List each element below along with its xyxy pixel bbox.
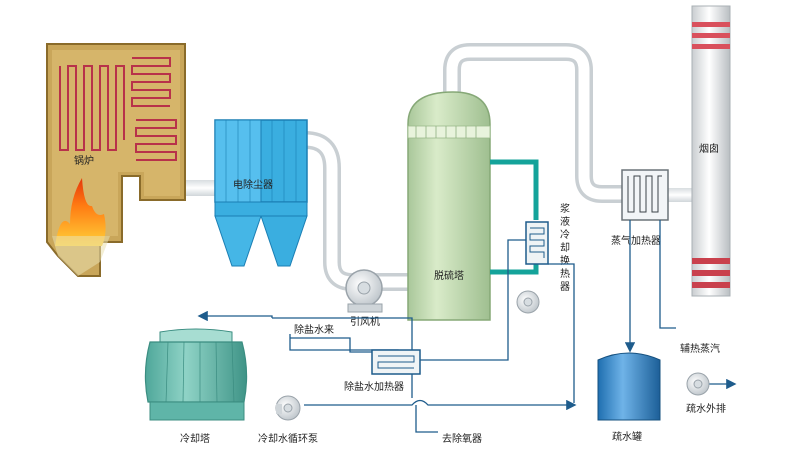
svg-text:却: 却	[560, 242, 570, 254]
steam-heater: 蒸气加热器	[611, 169, 669, 247]
svg-text:冷: 冷	[560, 228, 570, 241]
electrostatic-precipitator: 电除尘器	[214, 119, 308, 267]
cooling-tower: 冷却塔	[144, 328, 248, 445]
esp-label: 电除尘器	[233, 178, 273, 191]
drain-tank: 疏水罐	[597, 352, 661, 443]
steam-heater-label: 蒸气加热器	[611, 234, 661, 247]
slurry-cooler: 浆 液 冷 却 换 热 器	[525, 202, 570, 293]
induced-draft-fan: 引风机	[345, 269, 383, 328]
svg-text:器: 器	[560, 281, 570, 293]
demin-water-heater: 除盐水加热器	[344, 349, 421, 393]
boiler-tubes	[59, 57, 177, 161]
demin-water-in-label: 除盐水来	[294, 323, 334, 336]
aux-steam-label: 辅热蒸汽	[680, 342, 720, 355]
desulfurization-tower: 脱硫塔	[407, 91, 491, 321]
flue-gas-pipes	[185, 43, 694, 291]
chimney-label: 烟囱	[699, 142, 719, 155]
water-lines	[197, 220, 737, 433]
svg-text:热: 热	[560, 267, 570, 280]
to-deaerator-label: 去除氧器	[442, 432, 482, 445]
drain-out-label: 疏水外排	[686, 402, 726, 415]
fire-icon	[55, 178, 106, 246]
drain-pump: 疏水外排	[686, 372, 726, 415]
slurry-pump	[516, 290, 540, 314]
svg-text:液: 液	[560, 215, 570, 228]
boiler: 锅炉	[46, 43, 186, 277]
chimney: 烟囱	[691, 5, 731, 297]
svg-text:浆: 浆	[560, 202, 570, 215]
demin-water-heater-label: 除盐水加热器	[344, 380, 404, 393]
slurry-cooler-label: 浆 液 冷 却 换 热 器	[560, 202, 570, 293]
cooling-pump-label: 冷却水循环泵	[258, 432, 318, 445]
drain-tank-label: 疏水罐	[612, 430, 642, 443]
svg-text:换: 换	[560, 254, 570, 267]
boiler-label: 锅炉	[74, 155, 94, 167]
cooling-tower-label: 冷却塔	[180, 432, 210, 445]
cooling-water-pump: 冷却水循环泵	[258, 395, 318, 445]
desulfurization-tower-label: 脱硫塔	[434, 269, 464, 282]
id-fan-label: 引风机	[350, 315, 380, 328]
